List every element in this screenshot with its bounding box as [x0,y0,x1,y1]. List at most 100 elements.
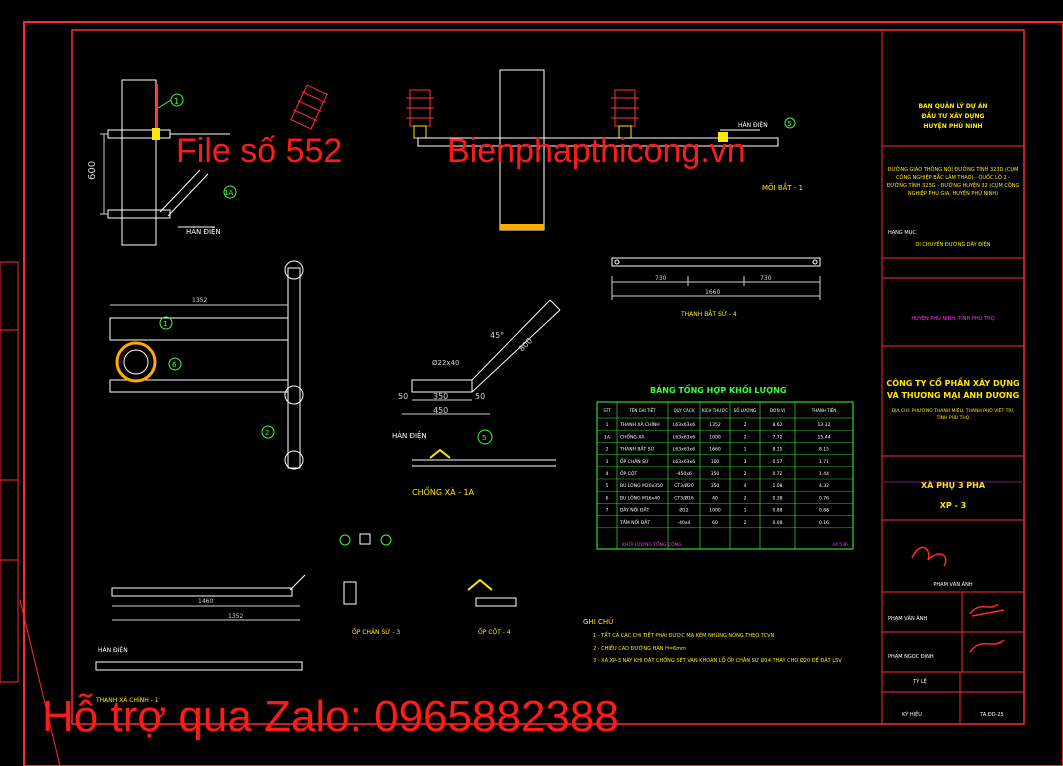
table-cell: -40x4 [678,520,691,526]
watermark-zalo: Hỗ trợ qua Zalo: 0965882388 [42,692,619,741]
table-cell: DÂY NỐI ĐẤT [620,506,650,514]
svg-text:50: 50 [398,392,408,401]
detail-thanh-bat-su: 730 730 1660 THANH BẮT SỨ - 4 [611,257,821,318]
table-cell: 2 [744,471,747,477]
notes: GHI CHÚ 1 - TẤT CẢ CÁC CHI TIẾT PHẢI ĐƯỢ… [583,617,842,664]
table-cell: CT3/Ø20 [674,482,694,489]
note-line-3: 3 - XÀ XP-3 NÀY KHI ĐẶT CHỐNG SÉT VAN KH… [593,656,842,664]
caption-thanh-bat-su: THANH BẮT SỨ - 4 [680,310,737,318]
table-total-label: KHỐI LƯỢNG TỔNG CỘNG [622,540,682,548]
table-cell: 1660 [709,447,721,453]
table-header-cell: KÍCH THƯỚC [702,408,728,413]
table-cell: BU LÔNG M16x40 [620,494,660,501]
table-cell: L63x63x6 [673,447,695,453]
svg-text:450: 450 [433,406,448,415]
pole-body [121,79,157,246]
caption-chong-xa: CHỐNG XÀ - 1A [412,485,475,497]
note-line-1: 1 - TẤT CẢ CÁC CHI TIẾT PHẢI ĐƯỢC MẠ KẼM… [593,631,774,639]
outer-frame [23,21,1063,766]
table-cell: 6 [606,495,609,501]
svg-text:Ø22x40: Ø22x40 [432,359,459,367]
insulator-right [611,89,639,139]
watermark-site: Bienphapthicong.vn [447,132,746,170]
svg-text:50: 50 [475,392,485,401]
scale-label: TỶ LỆ [912,677,927,685]
svg-text:HÀN ĐIỆN: HÀN ĐIỆN [98,646,128,654]
table-cell: THANH BẮT SỨ [619,445,655,453]
detail-chong-xa: Ø22x40 50 350 50 450 45° 800 HÀN ĐIỆN 5 … [392,299,561,497]
table-cell: 1.71 [819,459,829,465]
svg-text:1352: 1352 [228,613,243,620]
table-cell: 8.15 [772,447,782,453]
signature-1 [911,546,947,567]
svg-text:5: 5 [482,434,486,442]
svg-text:730: 730 [760,275,772,282]
table-cell: -450x6 [676,471,692,477]
table-cell: 60 [712,520,718,526]
table-cell: 3 [606,459,609,465]
table-cell: 1A [604,434,611,440]
svg-text:1: 1 [174,97,179,106]
table-header-cell: TÊN CHI TIẾT [628,407,656,413]
table-header-cell: SỐ LƯỢNG [734,408,756,413]
table-cell: 0.72 [772,471,782,477]
table-cell: 1.44 [819,471,829,477]
table-cell: 0.76 [819,495,829,501]
svg-text:6: 6 [172,361,177,369]
dim-600: 600 [87,161,98,180]
project-text: ĐƯỜNG GIAO THÔNG NỐI ĐƯỜNG TỈNH 323D (CỤ… [886,167,1020,197]
svg-text:350: 350 [433,392,448,401]
pole-view-1: 600 1 1A HÀN ĐIỆN [87,79,237,246]
sheet-label: KÝ HIỆU [902,710,922,718]
table-cell: 4 [744,483,747,489]
table-cell: 8.62 [772,422,782,428]
table-cell: 0.16 [819,520,829,526]
svg-text:730: 730 [655,275,667,282]
table-cell: 5 [606,483,609,489]
drawing-name-1: XÀ PHỤ 3 PHA [921,479,986,490]
table-cell: ỐP CỘT [620,469,637,477]
table-cell: 1 [744,447,747,453]
table-cell: THANH XÀ CHÍNH [619,421,660,428]
item-text: DI CHUYỂN ĐƯỜNG DÂY ĐIỆN [916,240,991,248]
signer-1: PHẠM VĂN ÁNH [933,581,972,588]
table-cell: Ø12 [679,507,688,514]
caption-moi-bat: MỐI BẮT - 1 [762,182,803,192]
table-total-value: 44.536 [832,542,848,548]
table-header-cell: ĐƠN VỊ [770,408,785,413]
insulator-left [290,84,328,130]
table-cell: 3 [744,459,747,465]
drawing-name-2: XP - 3 [940,501,967,510]
svg-text:5: 5 [787,120,791,128]
table-header-cell: THÀNH TIỀN [811,408,837,413]
owner-line-2: ĐẦU TƯ XÂY DỰNG [922,111,985,120]
table-cell: L63x63x6 [673,422,695,428]
left-tab [0,261,19,683]
pole-view-2: HÀN ĐIỆN 5 MỐI BẮT - 1 [417,69,803,231]
svg-text:HÀN ĐIỆN: HÀN ĐIỆN [738,121,768,129]
table-cell: L63x63x6 [673,434,695,440]
table-cell: 13.32 [818,422,831,428]
svg-text:1: 1 [163,320,167,328]
table-cell: 1 [744,508,747,514]
svg-text:2: 2 [265,429,269,437]
insulator-mid [406,89,434,139]
table-header-cell: STT [603,408,611,413]
table-cell: ỐP CHÂN SỨ [620,457,649,465]
signer-3: PHẠM NGỌC ĐỊNH [888,654,934,660]
svg-text:HÀN ĐIỆN: HÀN ĐIỆN [392,431,427,440]
table-cell: 1352 [709,422,721,428]
table-cell: 8.15 [819,447,829,453]
table-cell: 100 [711,459,720,465]
item-label: HẠNG MỤC [888,230,916,236]
watermark-file-label: File số 552 [176,132,343,170]
table-cell: CT3/Ø16 [674,494,694,501]
table-cell: 0.38 [772,495,782,501]
table-cell: 15.44 [818,434,831,440]
table-cell: 0.08 [772,520,782,526]
detail-thanh-xa-chinh: 1460 1352 HÀN ĐIỆN THANH XÀ CHÍNH - 1 [95,574,306,704]
sheet-code: TA.ĐD-25 [979,712,1003,718]
table-cell: 2 [744,520,747,526]
detail-op-chan-su: ỐP CHÂN SỨ - 3 [339,533,400,636]
